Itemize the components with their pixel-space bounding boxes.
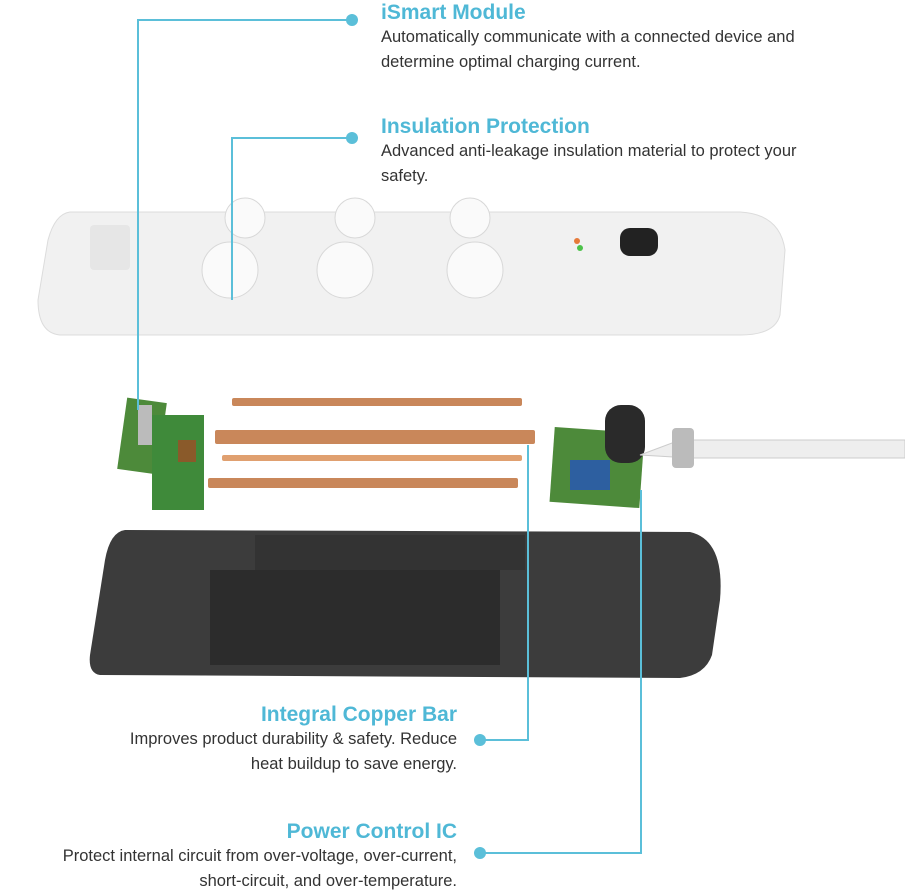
- callout-title: Integral Copper Bar: [260, 703, 457, 726]
- callout-ismart-module: iSmart Module Automatically communicate …: [381, 1, 795, 75]
- copper-bars: [208, 398, 535, 488]
- callout-integral-copper-bar: Integral Copper Bar Improves product dur…: [0, 703, 457, 777]
- top-cover: [37, 197, 786, 336]
- callout-title: iSmart Module: [381, 1, 526, 24]
- pcb-right: [549, 405, 905, 509]
- callout-text: Advanced anti-leakage insulation materia…: [381, 142, 797, 160]
- bottom-case: [89, 530, 721, 678]
- callout-text: determine optimal charging current.: [381, 53, 641, 71]
- callout-text: heat buildup to save energy.: [250, 755, 457, 773]
- callout-power-control-ic: Power Control IC Protect internal circui…: [0, 820, 457, 894]
- callout-text: Protect internal circuit from over-volta…: [62, 847, 457, 865]
- callout-dots: [346, 14, 486, 859]
- callout-title: Insulation Protection: [381, 115, 590, 138]
- callout-text: Improves product durability & safety. Re…: [129, 730, 457, 748]
- callout-lines: [137, 19, 642, 854]
- callout-text: short-circuit, and over-temperature.: [199, 872, 457, 890]
- callout-title: Power Control IC: [286, 820, 457, 843]
- pcb-left: [152, 415, 204, 510]
- callout-insulation-protection: Insulation Protection Advanced anti-leak…: [381, 115, 797, 189]
- callout-text: safety.: [381, 167, 429, 185]
- callout-text: Automatically communicate with a connect…: [381, 28, 795, 46]
